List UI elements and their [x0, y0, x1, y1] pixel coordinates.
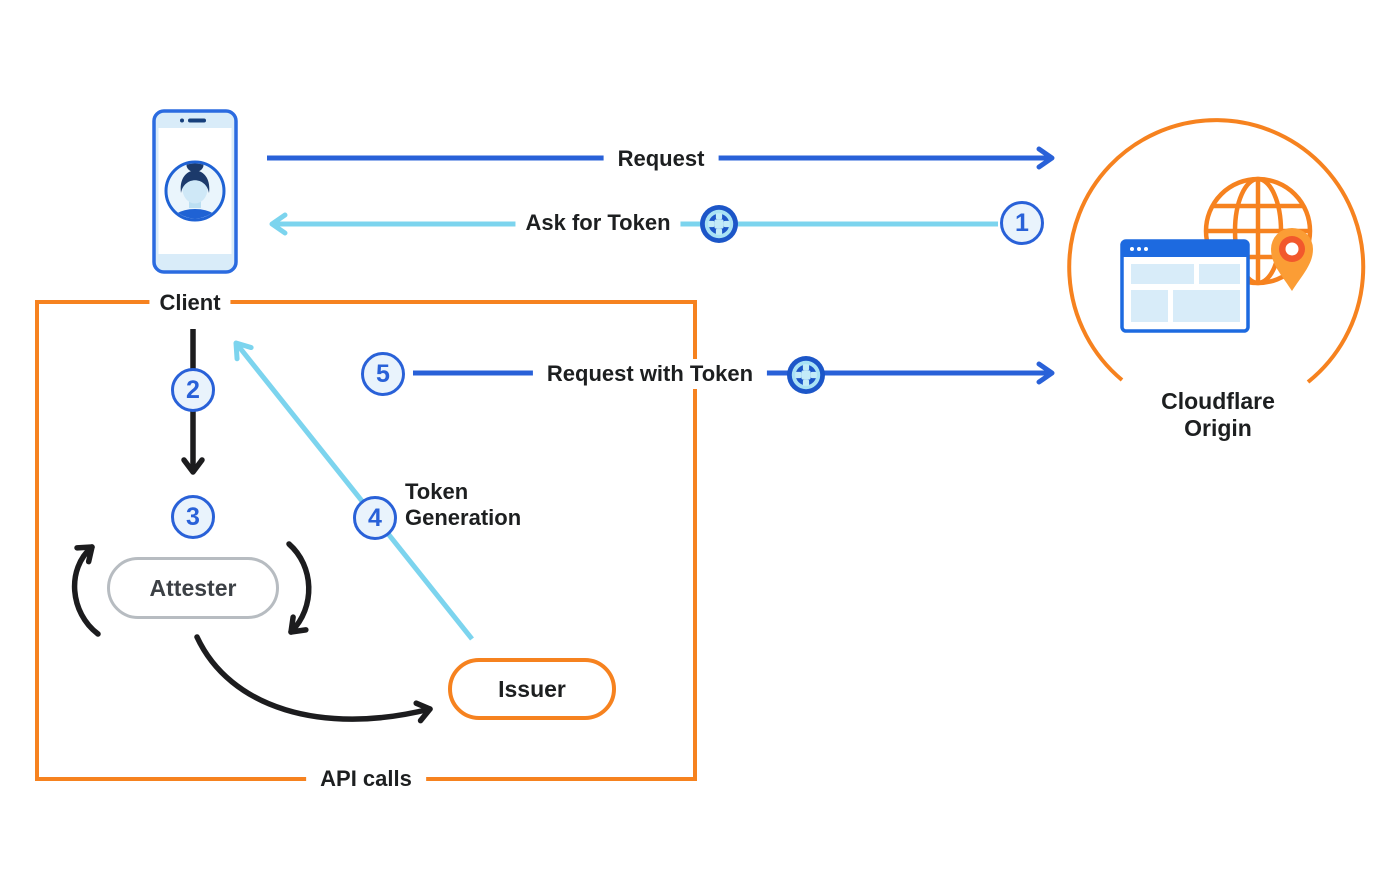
origin-label: Cloudflare Origin [1151, 386, 1285, 444]
location-pin-icon [1271, 228, 1313, 291]
attester-to-issuer-arrow [194, 634, 433, 724]
token-icon [787, 356, 825, 394]
user-avatar-icon [164, 160, 226, 222]
step-badge-2: 2 [171, 368, 215, 412]
step-badge-3: 3 [171, 495, 215, 539]
attester-loop-left-arrow [71, 544, 101, 637]
ask-for-token-label: Ask for Token [515, 208, 681, 238]
issuer-node: Issuer [448, 658, 616, 720]
api-calls-label: API calls [306, 764, 426, 794]
token-generation-arrow [233, 340, 474, 641]
step-badge-1: 1 [1000, 201, 1044, 245]
request-with-token-label: Request with Token [532, 359, 768, 389]
token-icon [700, 205, 738, 243]
step-badge-5: 5 [361, 352, 405, 396]
browser-window-icon [1120, 239, 1250, 333]
token-generation-label: Token Generation [405, 479, 522, 530]
attester-loop-right-arrow [286, 541, 312, 635]
origin-circle [1067, 118, 1366, 384]
attester-node: Attester [107, 557, 279, 619]
smartphone-icon [152, 109, 238, 274]
step-badge-4: 4 [353, 496, 397, 540]
request-label: Request [603, 144, 719, 174]
client-label: Client [149, 288, 231, 318]
